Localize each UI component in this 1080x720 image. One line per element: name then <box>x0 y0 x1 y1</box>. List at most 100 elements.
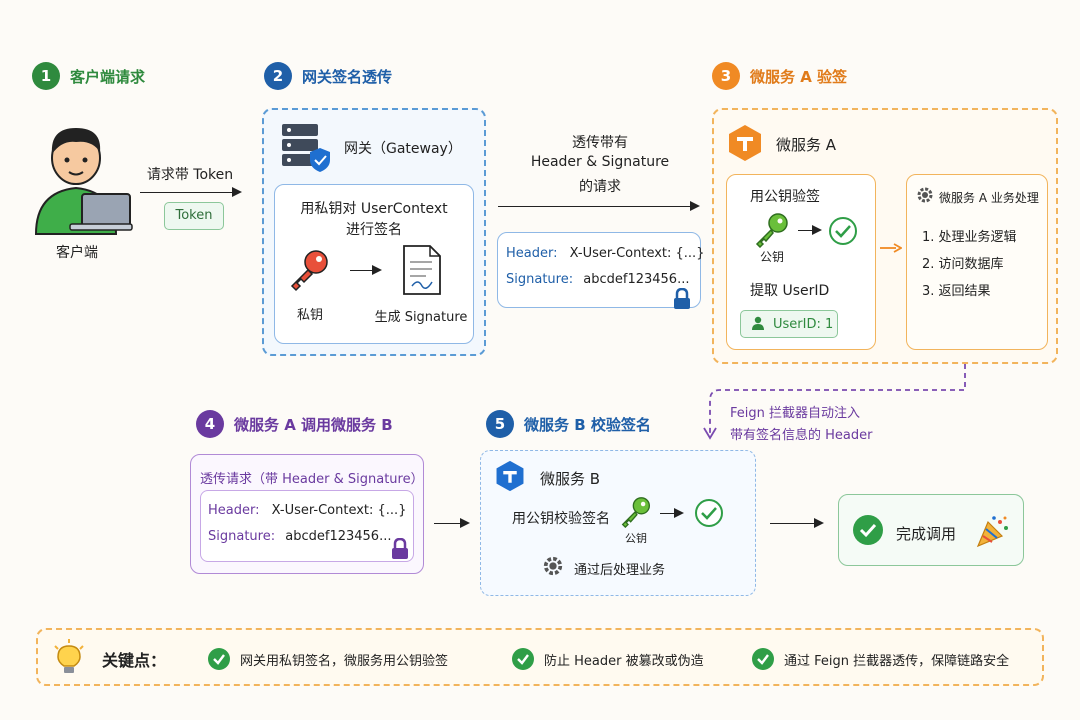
call-to-service-b-arrow <box>434 518 470 528</box>
check-circle-icon <box>208 648 230 670</box>
key-points-box <box>36 628 1044 686</box>
transfer-signature-row: Signature: abcdef123456... <box>506 272 689 287</box>
key-to-signature-arrow <box>350 265 382 275</box>
gateway-sign-line2: 进行签名 <box>346 222 402 238</box>
step-1-number: 1 <box>32 62 60 90</box>
service-b-after-label: 通过后处理业务 <box>574 562 666 578</box>
step-3-label: 微服务 A 验签 <box>750 67 848 86</box>
service-b-after-row: 通过后处理业务 <box>542 555 665 581</box>
service-a-extract-label: 提取 UserID <box>750 283 830 299</box>
transfer-line3: 的请求 <box>579 179 621 195</box>
service-a-biz-panel <box>906 174 1048 350</box>
gateway-sign-line1: 用私钥对 UserContext <box>300 201 448 217</box>
transfer-signature-label: Signature: <box>506 272 574 287</box>
call-b-signature-value: abcdef123456... <box>285 529 392 544</box>
green-key-icon <box>754 212 790 249</box>
key-point-2-text: 防止 Header 被篡改或伪造 <box>544 653 704 669</box>
token-badge: Token <box>164 202 224 230</box>
feign-line2: 带有签名信息的 Header <box>730 428 873 443</box>
check-circle-icon <box>852 514 884 546</box>
step-3-number: 3 <box>712 62 740 90</box>
userid-badge: UserID: 1 <box>740 310 838 338</box>
service-hexagon-icon <box>494 460 526 492</box>
transfer-line1: 透传带有 <box>572 135 628 151</box>
feign-connector-arrow <box>690 362 980 444</box>
red-key-icon <box>288 248 332 292</box>
call-b-header-row: Header: X-User-Context: {...} <box>208 503 406 518</box>
feign-line1: Feign 拦截器自动注入 <box>730 406 861 421</box>
step-5-number: 5 <box>486 410 514 438</box>
service-b-to-done-arrow <box>770 518 824 528</box>
service-a-verify-arrow <box>798 225 822 235</box>
transfer-header-row: Header: X-User-Context: {...} <box>506 246 704 261</box>
generate-signature-label: 生成 Signature <box>374 310 468 325</box>
check-circle-icon <box>694 498 724 528</box>
service-hexagon-icon <box>726 124 764 162</box>
check-circle-icon <box>752 648 774 670</box>
verify-to-biz-arrow <box>880 238 903 253</box>
step-2-label: 网关签名透传 <box>302 67 393 86</box>
gateway-title: 网关（Gateway） <box>344 138 462 158</box>
party-popper-icon <box>974 514 1010 550</box>
transfer-signature-value: abcdef123456... <box>583 272 690 287</box>
call-b-header-label: Header: <box>208 503 260 518</box>
key-point-3-text: 通过 Feign 拦截器透传，保障链路安全 <box>784 653 1010 669</box>
call-b-title: 透传请求（带 Header & Signature） <box>200 472 424 487</box>
userid-text: UserID: 1 <box>773 316 834 332</box>
service-b-public-key-label: 公钥 <box>625 532 647 545</box>
lock-icon <box>390 537 410 560</box>
step-5-title: 5 微服务 B 校验签名 <box>486 410 651 438</box>
gear-icon <box>916 186 934 208</box>
service-b-verify-arrow <box>660 508 684 518</box>
lightbulb-icon <box>52 638 86 676</box>
person-at-laptop-icon <box>30 118 134 238</box>
client-label: 客户端 <box>56 245 98 261</box>
gateway-title-text: 网关（Gateway） <box>344 141 462 157</box>
key-point-3: 通过 Feign 拦截器透传，保障链路安全 <box>752 648 1009 670</box>
step-1-label: 客户端请求 <box>70 67 146 86</box>
call-b-header-value: X-User-Context: {...} <box>271 503 407 518</box>
client-to-gateway-arrow <box>140 187 242 197</box>
step-2-number: 2 <box>264 62 292 90</box>
check-circle-icon <box>828 216 858 246</box>
step-3-title: 3 微服务 A 验签 <box>712 62 847 90</box>
gear-icon <box>542 555 564 581</box>
biz-item-1: 1. 处理业务逻辑 <box>922 230 1017 245</box>
biz-item-2: 2. 访问数据库 <box>922 257 1004 272</box>
header-signature-card <box>497 232 701 308</box>
user-icon <box>751 315 765 334</box>
step-2-title: 2 网关签名透传 <box>264 62 392 90</box>
step-4-number: 4 <box>196 410 224 438</box>
call-b-card <box>200 490 414 562</box>
key-point-1-text: 网关用私钥签名，微服务用公钥验签 <box>240 653 449 669</box>
call-b-signature-label: Signature: <box>208 529 276 544</box>
gateway-to-service-a-arrow <box>498 201 700 211</box>
signed-document-icon <box>402 244 442 296</box>
lock-icon <box>672 287 692 310</box>
step-4-title: 4 微服务 A 调用微服务 B <box>196 410 393 438</box>
transfer-header-label: Header: <box>506 246 558 261</box>
step-1-title: 1 客户端请求 <box>32 62 145 90</box>
service-a-verify-label: 用公钥验签 <box>750 189 820 205</box>
step-5-label: 微服务 B 校验签名 <box>524 415 651 434</box>
done-label: 完成调用 <box>896 525 957 543</box>
green-key-icon <box>620 496 652 529</box>
transfer-line2: Header & Signature <box>530 154 670 170</box>
key-point-1: 网关用私钥签名，微服务用公钥验签 <box>208 648 448 670</box>
key-points-title: 关键点： <box>102 651 167 670</box>
client-request-label: 请求带 Token <box>146 167 234 183</box>
call-b-signature-row: Signature: abcdef123456... <box>208 529 391 544</box>
service-b-verify-label: 用公钥校验签名 <box>512 511 610 527</box>
biz-item-3: 3. 返回结果 <box>922 284 991 299</box>
private-key-label: 私钥 <box>296 308 323 323</box>
transfer-header-value: X-User-Context: {...} <box>569 246 705 261</box>
key-point-2: 防止 Header 被篡改或伪造 <box>512 648 704 670</box>
service-b-title: 微服务 B <box>540 470 601 488</box>
server-shield-icon <box>280 122 332 174</box>
check-circle-icon <box>512 648 534 670</box>
service-a-public-key-label: 公钥 <box>759 250 784 264</box>
service-a-title: 微服务 A <box>776 136 837 154</box>
service-a-biz-header: 微服务 A 业务处理 <box>916 186 1039 208</box>
step-4-label: 微服务 A 调用微服务 B <box>234 415 393 434</box>
service-a-biz-title: 微服务 A 业务处理 <box>939 190 1039 205</box>
